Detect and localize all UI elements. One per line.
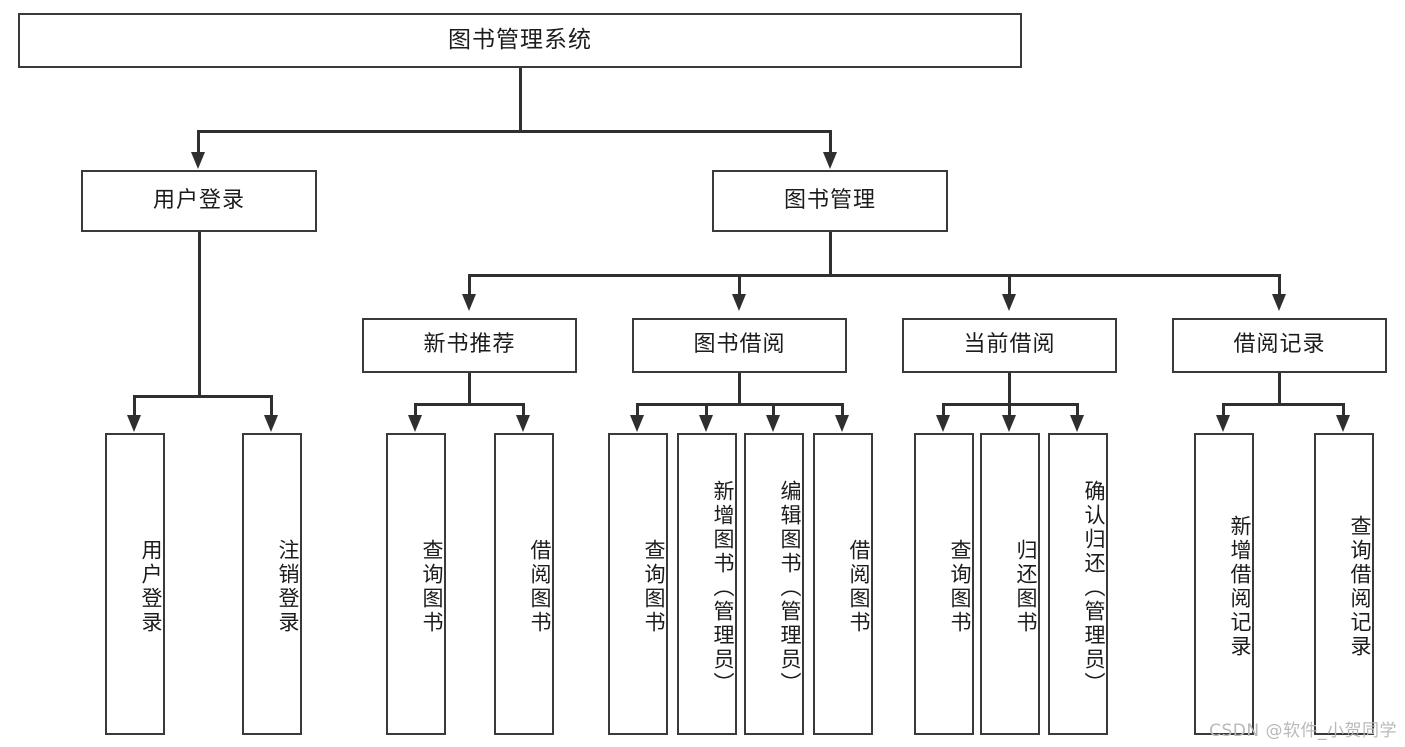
node-user-login[interactable]: 用户登录 [81,170,317,232]
edge-current-borrow-stem [1008,373,1011,405]
edge-to-book-manage [829,130,832,154]
arrow-leaf-edit-book [766,415,780,432]
edge-book-borrow-drop-1 [636,403,639,417]
edge-new-book-stem [468,373,471,405]
leaf-add-book-admin[interactable]: 新增图书（管理员） [677,433,737,735]
leaf-borrow-book-borrow[interactable]: 借阅图书 [813,433,873,735]
node-book-manage[interactable]: 图书管理 [712,170,948,232]
edge-book-manage-stem [829,232,832,276]
csdn-watermark: CSDN @软件_小贺同学 [1209,721,1397,741]
arrow-to-book-borrow [732,294,746,311]
edge-book-borrow-bus [636,403,844,406]
arrow-leaf-return-book [1002,415,1016,432]
edge-user-login-stem [198,232,201,397]
arrow-to-new-book-recommend [462,294,476,311]
edge-to-borrow-record [1278,274,1281,296]
edge-borrow-record-drop-2 [1342,403,1345,417]
edge-to-current-borrow [1008,274,1011,296]
arrow-to-user-login [191,152,205,169]
leaf-edit-book-admin[interactable]: 编辑图书（管理员） [744,433,804,735]
leaf-add-borrow-record[interactable]: 新增借阅记录 [1194,433,1254,735]
arrow-to-current-borrow [1002,294,1016,311]
edge-book-borrow-drop-2 [705,403,708,417]
arrow-leaf-confirm-return [1070,415,1084,432]
arrow-leaf-user-login [127,415,141,432]
leaf-query-borrow-record[interactable]: 查询借阅记录 [1314,433,1374,735]
leaf-return-book[interactable]: 归还图书 [980,433,1040,735]
edge-to-new-book-recommend [468,274,471,296]
edge-to-book-borrow [738,274,741,296]
edge-current-borrow-drop-3 [1076,403,1079,417]
edge-new-book-drop-1 [414,403,417,417]
edge-book-borrow-stem [738,373,741,405]
arrow-leaf-query-book-2 [630,415,644,432]
leaf-borrow-book-new-recommend[interactable]: 借阅图书 [494,433,554,735]
arrow-leaf-borrow-book-1 [516,415,530,432]
arrow-to-borrow-record [1272,294,1286,311]
edge-borrow-record-bus [1222,403,1344,406]
node-current-borrow[interactable]: 当前借阅 [902,318,1117,373]
edge-new-book-drop-2 [522,403,525,417]
node-borrow-record[interactable]: 借阅记录 [1172,318,1387,373]
edge-root-stem [519,68,522,130]
edge-current-borrow-drop-1 [942,403,945,417]
edge-level2-bus [468,274,1280,277]
edge-current-borrow-drop-2 [1008,403,1011,417]
arrow-leaf-add-record [1216,415,1230,432]
leaf-confirm-return-admin[interactable]: 确认归还（管理员） [1048,433,1108,735]
arrow-leaf-query-book-3 [936,415,950,432]
edge-user-login-drop-2 [270,395,273,417]
arrow-to-book-manage [823,152,837,169]
edge-level1-bus [197,130,831,133]
edge-new-book-bus [414,403,524,406]
node-book-borrow[interactable]: 图书借阅 [632,318,847,373]
arrow-leaf-query-record [1336,415,1350,432]
edge-user-login-bus [133,395,271,398]
edge-book-borrow-drop-4 [841,403,844,417]
edge-to-user-login [197,130,200,154]
leaf-query-book-current[interactable]: 查询图书 [914,433,974,735]
edge-user-login-drop-1 [133,395,136,417]
node-new-book-recommend[interactable]: 新书推荐 [362,318,577,373]
arrow-leaf-add-book [699,415,713,432]
node-root-book-management-system[interactable]: 图书管理系统 [18,13,1022,68]
leaf-query-book-new-recommend[interactable]: 查询图书 [386,433,446,735]
edge-borrow-record-stem [1278,373,1281,405]
arrow-leaf-borrow-book-2 [835,415,849,432]
leaf-query-book-borrow[interactable]: 查询图书 [608,433,668,735]
edge-book-borrow-drop-3 [772,403,775,417]
leaf-user-logout[interactable]: 注销登录 [242,433,302,735]
arrow-leaf-user-logout [264,415,278,432]
arrow-leaf-query-book-1 [408,415,422,432]
leaf-user-login[interactable]: 用户登录 [105,433,165,735]
edge-borrow-record-drop-1 [1222,403,1225,417]
